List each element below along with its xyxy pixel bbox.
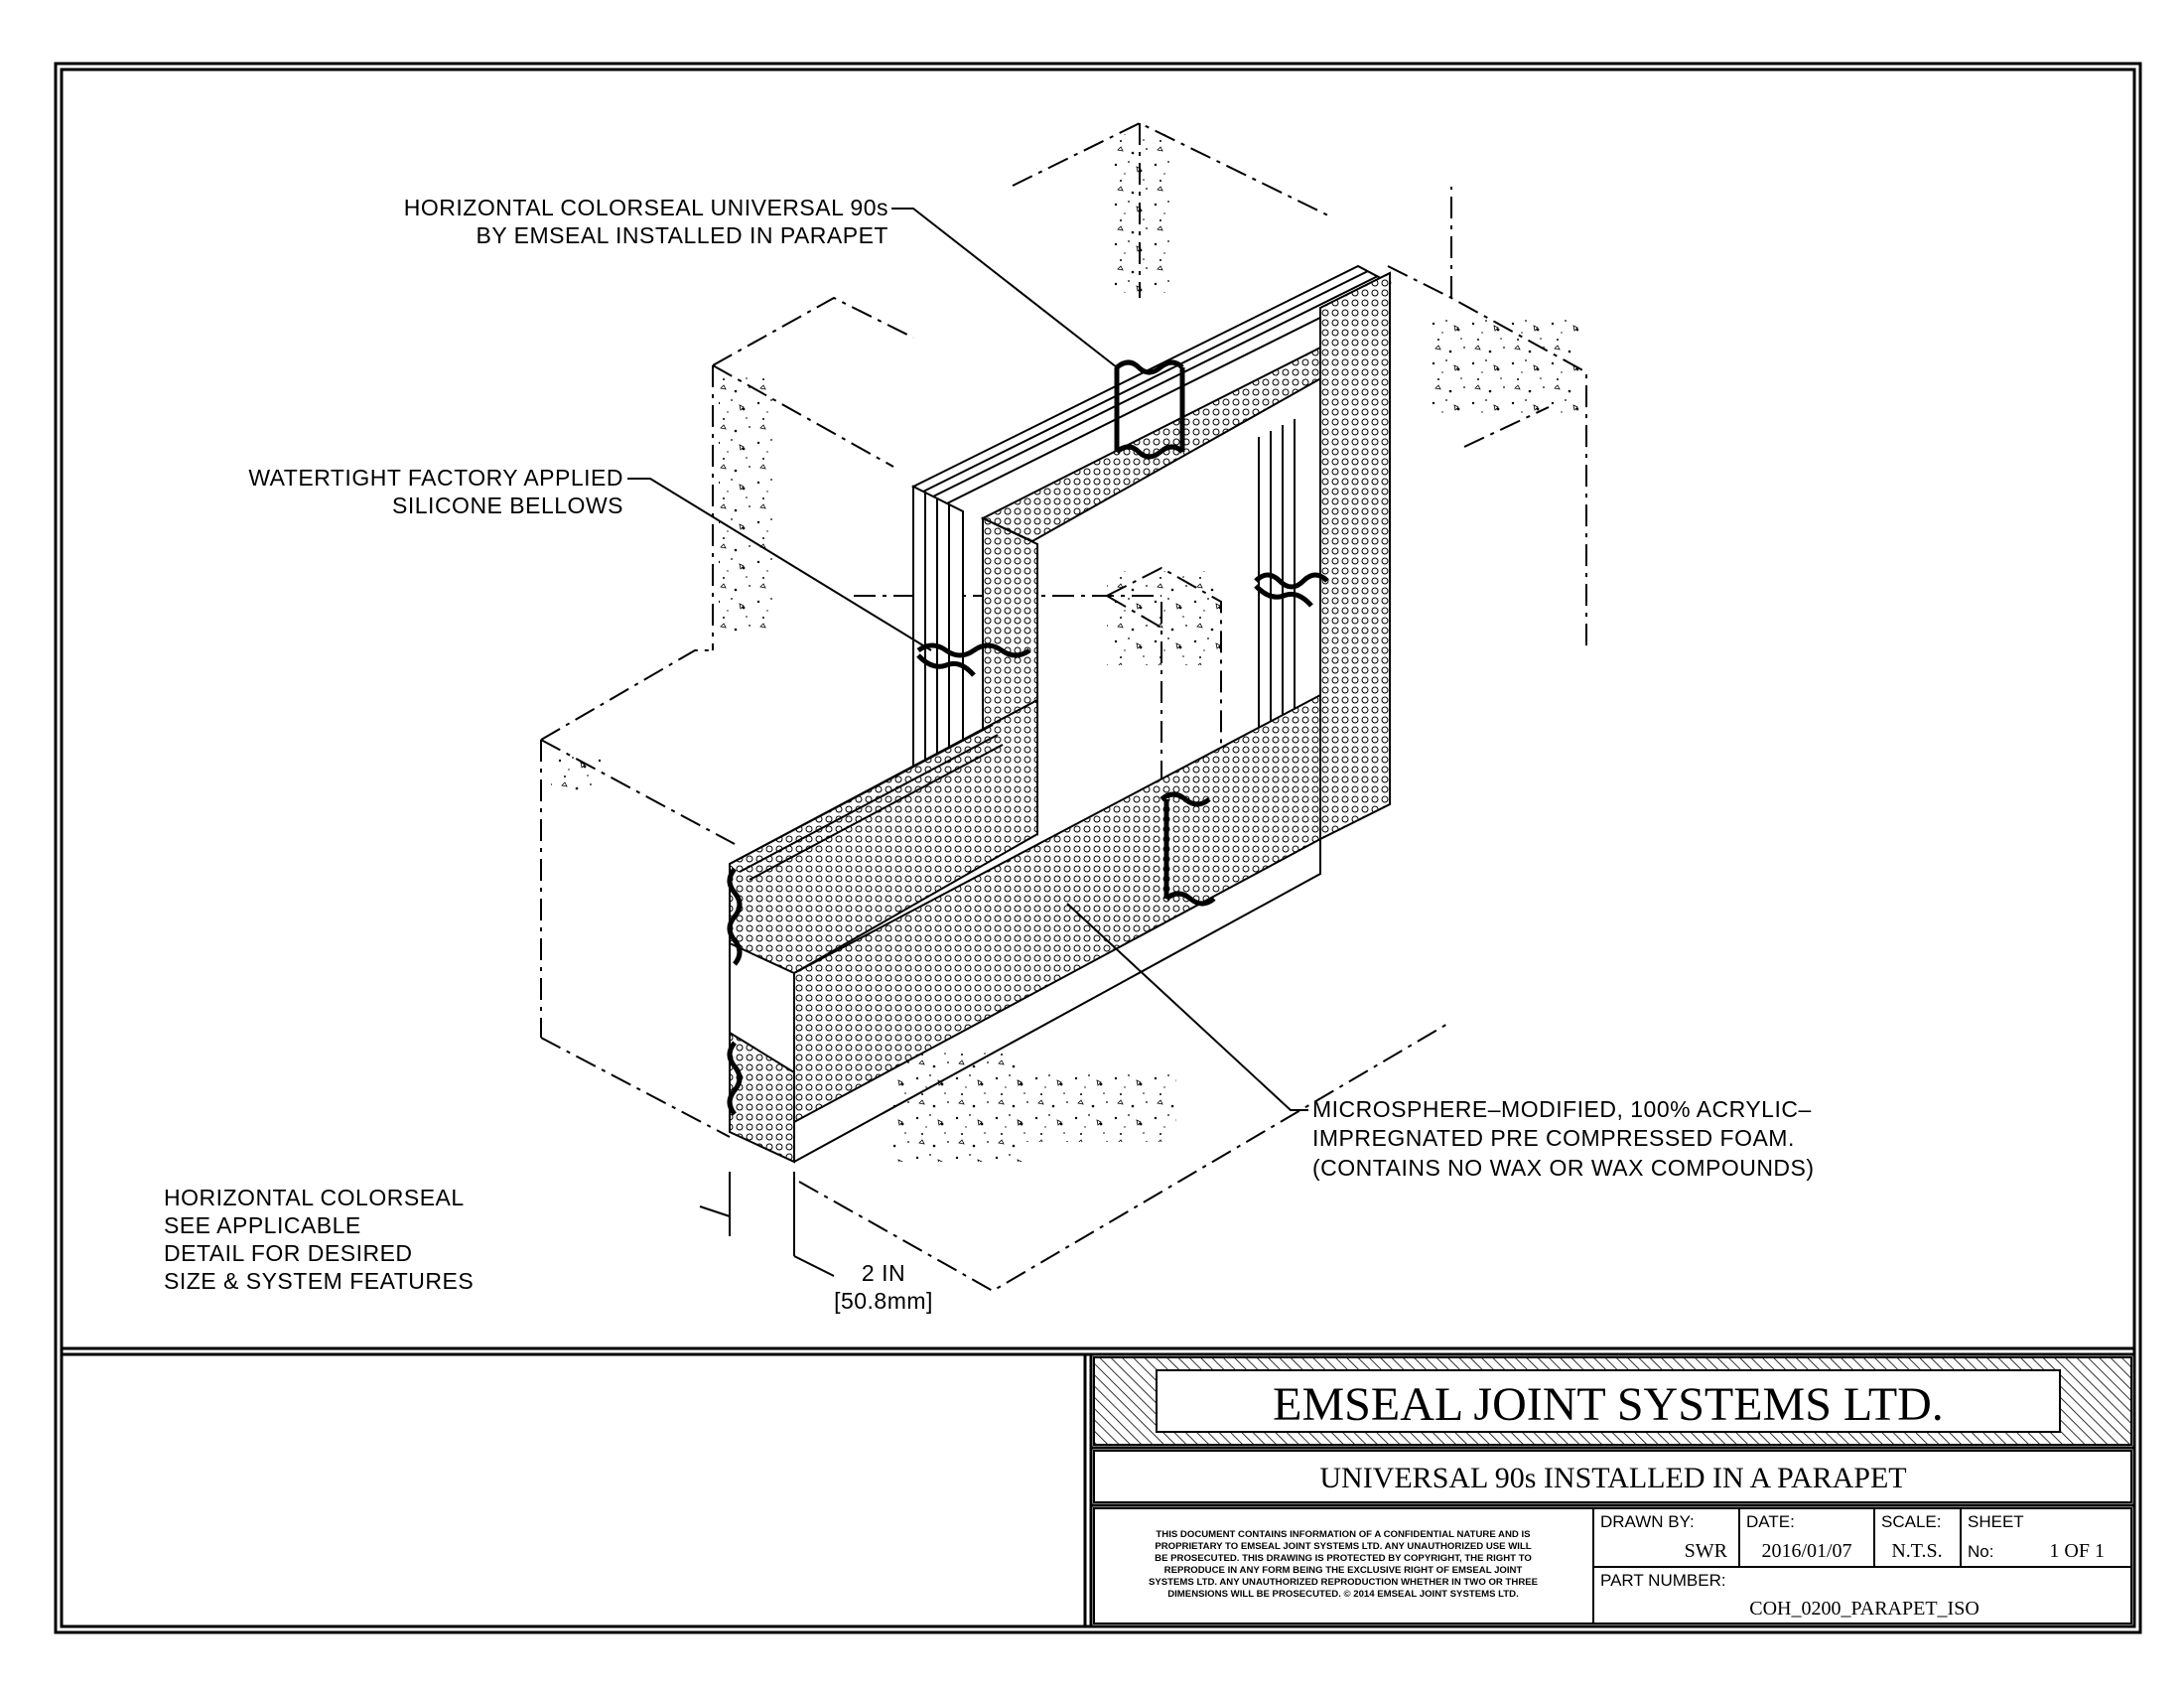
drawn-by-value: SWR (1685, 1540, 1728, 1562)
dimension-metric: [50.8mm] (834, 1288, 933, 1314)
part-number-label: PART NUMBER: (1600, 1571, 1726, 1590)
disclaimer-line: SYSTEMS LTD. ANY UNAUTHORIZED REPRODUCTI… (1149, 1577, 1539, 1588)
part-number-value: COH_0200_PARAPET_ISO (1749, 1598, 1979, 1620)
leader-lines (627, 208, 1308, 1111)
dimension-value: 2 IN (862, 1260, 905, 1286)
note-line: SIZE & SYSTEM FEATURES (164, 1268, 474, 1294)
callout-line: HORIZONTAL COLORSEAL UNIVERSAL 90s (404, 195, 888, 220)
callout-line: IMPREGNATED PRE COMPRESSED FOAM. (1312, 1125, 1795, 1151)
callout-bellows: WATERTIGHT FACTORY APPLIED SILICONE BELL… (248, 465, 623, 518)
scale-value: N.T.S. (1891, 1540, 1942, 1562)
sealant-frame (729, 264, 1393, 1164)
callout-line: (CONTAINS NO WAX OR WAX COMPOUNDS) (1312, 1155, 1815, 1181)
disclaimer-line: THIS DOCUMENT CONTAINS INFORMATION OF A … (1156, 1529, 1531, 1540)
scale-label: SCALE: (1881, 1512, 1941, 1531)
drawn-by-label: DRAWN BY: (1600, 1512, 1695, 1531)
callout-line: SILICONE BELLOWS (392, 493, 623, 518)
concrete-texture (551, 134, 1578, 1162)
disclaimer-line: BE PROSECUTED. THIS DRAWING IS PROTECTED… (1155, 1553, 1532, 1564)
company-name: EMSEAL JOINT SYSTEMS LTD. (1273, 1378, 1944, 1431)
date-label: DATE: (1746, 1512, 1795, 1531)
note-line: HORIZONTAL COLORSEAL (164, 1185, 465, 1210)
sheet-border (54, 62, 2142, 1634)
callout-line: MICROSPHERE–MODIFIED, 100% ACRYLIC– (1312, 1096, 1812, 1122)
date-value: 2016/01/07 (1761, 1540, 1851, 1562)
disclaimer-line: DIMENSIONS WILL BE PROSECUTED. © 2014 EM… (1167, 1589, 1519, 1600)
drawing-title: UNIVERSAL 90s INSTALLED IN A PARAPET (1319, 1462, 1906, 1494)
sheet-no-value: 1 OF 1 (2049, 1540, 2105, 1562)
callout-line: WATERTIGHT FACTORY APPLIED (248, 465, 623, 491)
note-line: SEE APPLICABLE (164, 1212, 361, 1238)
note-line: DETAIL FOR DESIRED (164, 1240, 413, 1266)
dimension-label: 2 IN [50.8mm] (834, 1260, 933, 1314)
sheet-no-label: No: (1968, 1542, 1993, 1561)
silicone-bellows (727, 359, 1329, 1116)
sheet-label: SHEET (1968, 1512, 2024, 1531)
callout-horizontal-colorseal: HORIZONTAL COLORSEAL UNIVERSAL 90s BY EM… (404, 195, 888, 248)
callout-foam: MICROSPHERE–MODIFIED, 100% ACRYLIC– IMPR… (1312, 1096, 1815, 1181)
disclaimer: THIS DOCUMENT CONTAINS INFORMATION OF A … (1149, 1529, 1539, 1600)
general-note: HORIZONTAL COLORSEAL SEE APPLICABLE DETA… (164, 1185, 474, 1294)
callout-line: BY EMSEAL INSTALLED IN PARAPET (476, 222, 888, 248)
disclaimer-line: PROPRIETARY TO EMSEAL JOINT SYSTEMS LTD.… (1155, 1541, 1531, 1552)
title-block: EMSEAL JOINT SYSTEMS LTD. UNIVERSAL 90s … (1091, 1356, 2134, 1624)
dimension-lines (699, 1172, 835, 1277)
disclaimer-line: REPRODUCE IN ANY FORM BEING THE EXCLUSIV… (1164, 1565, 1523, 1576)
